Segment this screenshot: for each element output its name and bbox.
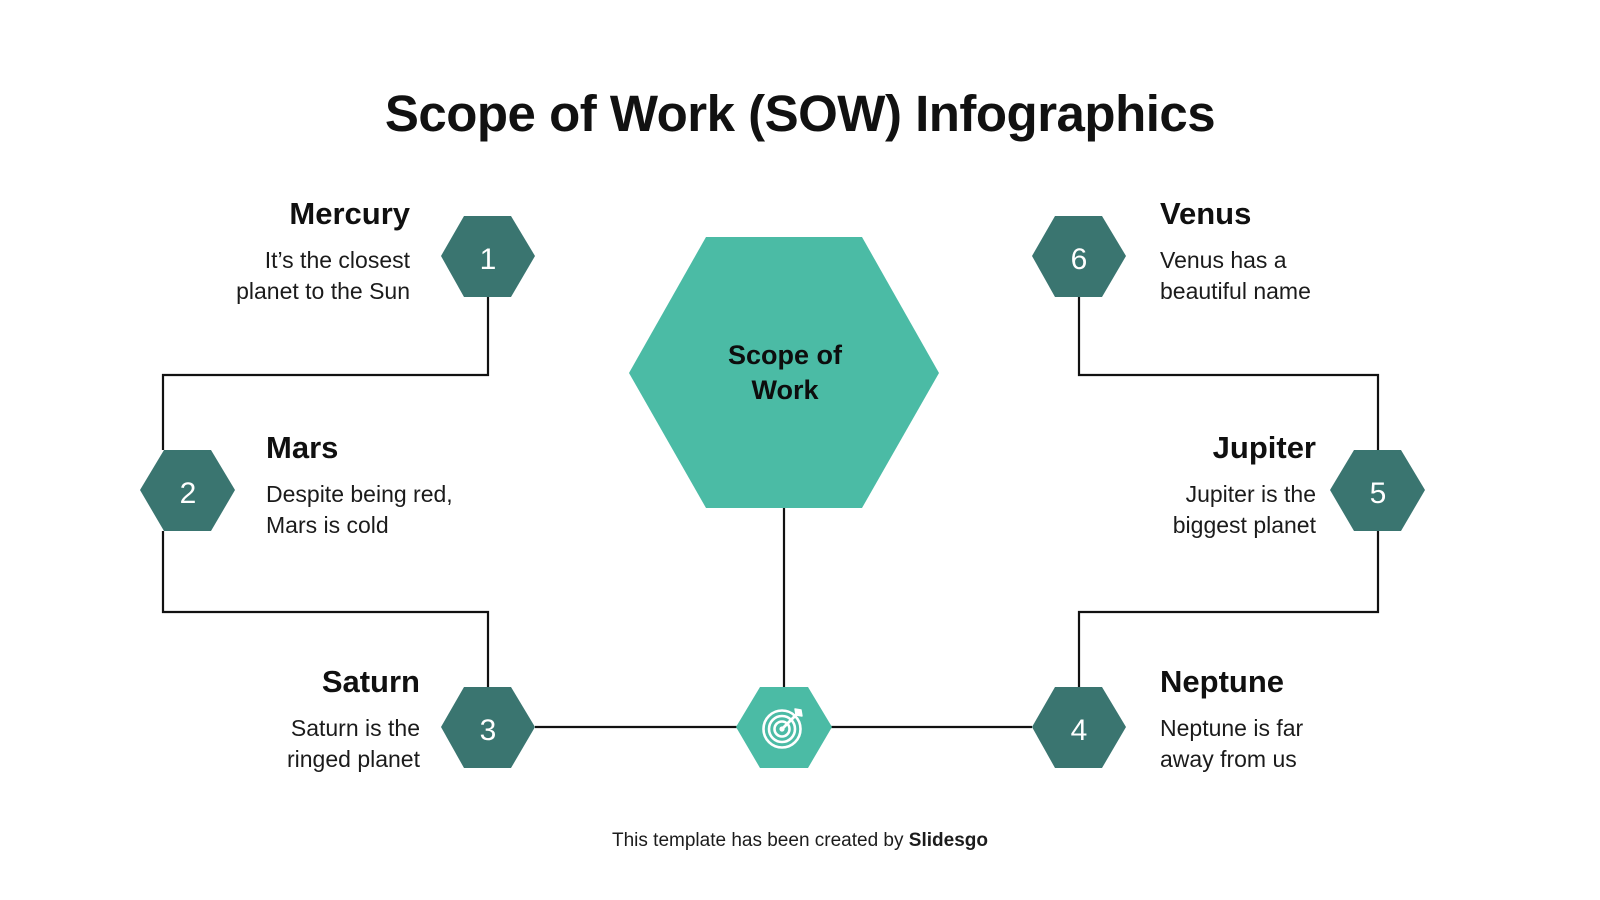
node-desc-neptune-line2: away from us: [1160, 746, 1297, 773]
node-number-4: 4: [1071, 714, 1088, 747]
node-number-6: 6: [1071, 243, 1088, 276]
node-number-2: 2: [180, 477, 197, 510]
connector-right-upper: [1077, 297, 1380, 450]
node-desc-mars-line2: Mars is cold: [266, 512, 389, 539]
target-icon: [762, 708, 803, 749]
node-desc-neptune: Neptune is far away from us: [1160, 713, 1500, 776]
node-desc-mercury: It’s the closest planet to the Sun: [80, 245, 410, 308]
connector-left-upper: [161, 297, 490, 450]
node-desc-saturn-line2: ringed planet: [287, 746, 420, 773]
node-block-venus: Venus Venus has a beautiful name: [1160, 196, 1490, 308]
node-hexagon-2[interactable]: 2: [140, 450, 235, 531]
target-icon-hexagon[interactable]: [736, 687, 832, 768]
node-desc-neptune-line1: Neptune is far: [1160, 714, 1304, 741]
connector-left-lower: [161, 531, 490, 687]
node-desc-saturn: Saturn is the ringed planet: [60, 713, 420, 776]
node-block-jupiter: Jupiter Jupiter is the biggest planet: [1000, 430, 1316, 542]
node-hexagon-6[interactable]: 6: [1032, 216, 1126, 297]
center-label-line2: Work: [751, 374, 819, 405]
center-hexagon[interactable]: [629, 237, 939, 508]
node-hexagon-5[interactable]: 5: [1330, 450, 1425, 531]
footer-brand[interactable]: Slidesgo: [908, 830, 988, 851]
node-desc-saturn-line1: Saturn is the: [290, 714, 420, 741]
node-desc-venus-line1: Venus has a: [1160, 246, 1287, 273]
center-label-line1: Scope of: [727, 340, 842, 370]
node-desc-jupiter-line2: biggest planet: [1172, 512, 1316, 539]
node-desc-mars: Despite being red, Mars is cold: [266, 479, 596, 542]
page-title: Scope of Work (SOW) Infographics: [384, 85, 1216, 142]
node-title-venus: Venus: [1160, 196, 1252, 231]
node-number-5: 5: [1370, 477, 1387, 510]
center-hexagon-label: Scope of Work: [630, 338, 940, 407]
footer-text: This template has been created by: [612, 830, 909, 851]
node-desc-venus: Venus has a beautiful name: [1160, 245, 1490, 308]
node-title-saturn: Saturn: [321, 664, 420, 699]
node-hexagon-4[interactable]: 4: [1032, 687, 1126, 768]
node-block-saturn: Saturn Saturn is the ringed planet: [60, 664, 420, 776]
node-number-1: 1: [480, 243, 497, 276]
node-hexagon-3[interactable]: 3: [441, 687, 535, 768]
node-title-mercury: Mercury: [289, 196, 410, 231]
node-desc-mercury-line2: planet to the Sun: [236, 278, 410, 305]
node-title-jupiter: Jupiter: [1212, 430, 1316, 465]
node-block-neptune: Neptune Neptune is far away from us: [1160, 664, 1500, 776]
node-title-neptune: Neptune: [1160, 664, 1284, 699]
node-number-3: 3: [480, 714, 497, 747]
node-desc-jupiter: Jupiter is the biggest planet: [1000, 479, 1316, 542]
connector-right-lower: [1077, 531, 1380, 687]
node-desc-mercury-line1: It’s the closest: [264, 246, 410, 273]
node-hexagon-1[interactable]: 1: [441, 216, 535, 297]
node-block-mars: Mars Despite being red, Mars is cold: [266, 430, 596, 542]
node-title-mars: Mars: [266, 430, 339, 465]
connector-lines: [161, 297, 1380, 729]
node-block-mercury: Mercury It’s the closest planet to the S…: [80, 196, 410, 308]
footer: This template has been created by Slides…: [0, 830, 1600, 852]
node-desc-venus-line2: beautiful name: [1160, 278, 1311, 305]
node-desc-jupiter-line1: Jupiter is the: [1185, 480, 1316, 507]
node-desc-mars-line1: Despite being red,: [266, 480, 453, 507]
